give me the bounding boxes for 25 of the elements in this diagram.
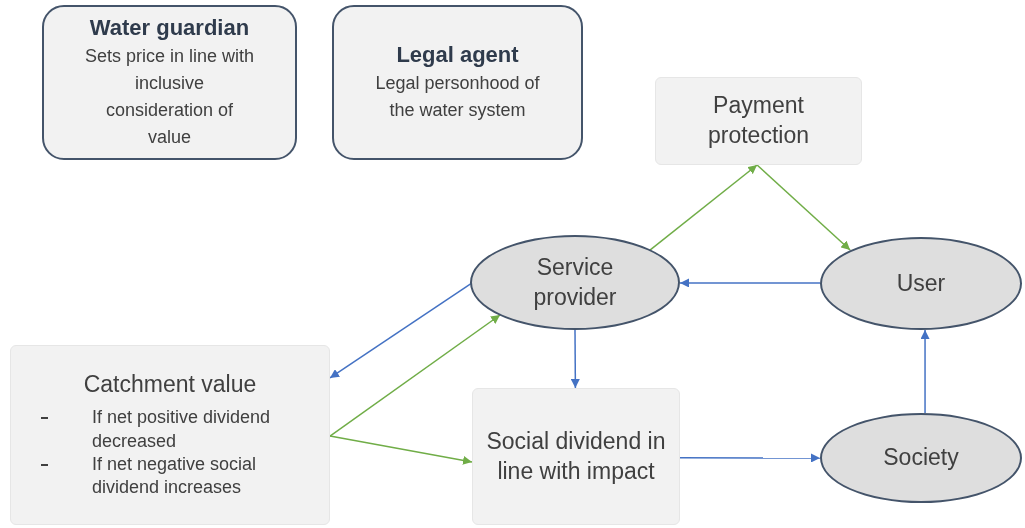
arrow: [329, 435, 473, 465]
bullet-item: If net negative social dividend increases: [92, 452, 258, 500]
node-title: Payment protection: [707, 91, 810, 150]
text-box: [10, 345, 330, 525]
arrow: [756, 164, 851, 251]
node-title: Service provider: [532, 252, 618, 312]
arrow: [649, 164, 758, 251]
arrow: [679, 278, 821, 288]
node-description: Legal personhood of the water system: [374, 71, 541, 122]
node-title: Legal agent: [396, 41, 519, 70]
rounded-box: [42, 5, 297, 160]
node-title: Water guardian: [89, 14, 250, 43]
arrow: [920, 329, 930, 414]
node-title: Catchment value: [83, 370, 257, 400]
arrow: [570, 329, 580, 389]
node-title: Social dividend in line with impact: [485, 426, 667, 486]
node-title: User: [896, 268, 946, 298]
rounded-box: [332, 5, 583, 160]
node-description: Sets price in line with inclusive consideration of value: [83, 44, 256, 149]
bullet-item: If net positive dividend decreased: [92, 406, 272, 453]
text-box: [472, 388, 680, 525]
text-box: [655, 77, 862, 165]
node-title: Society: [883, 443, 959, 473]
arrow: [329, 314, 501, 437]
arrow: [679, 453, 821, 463]
